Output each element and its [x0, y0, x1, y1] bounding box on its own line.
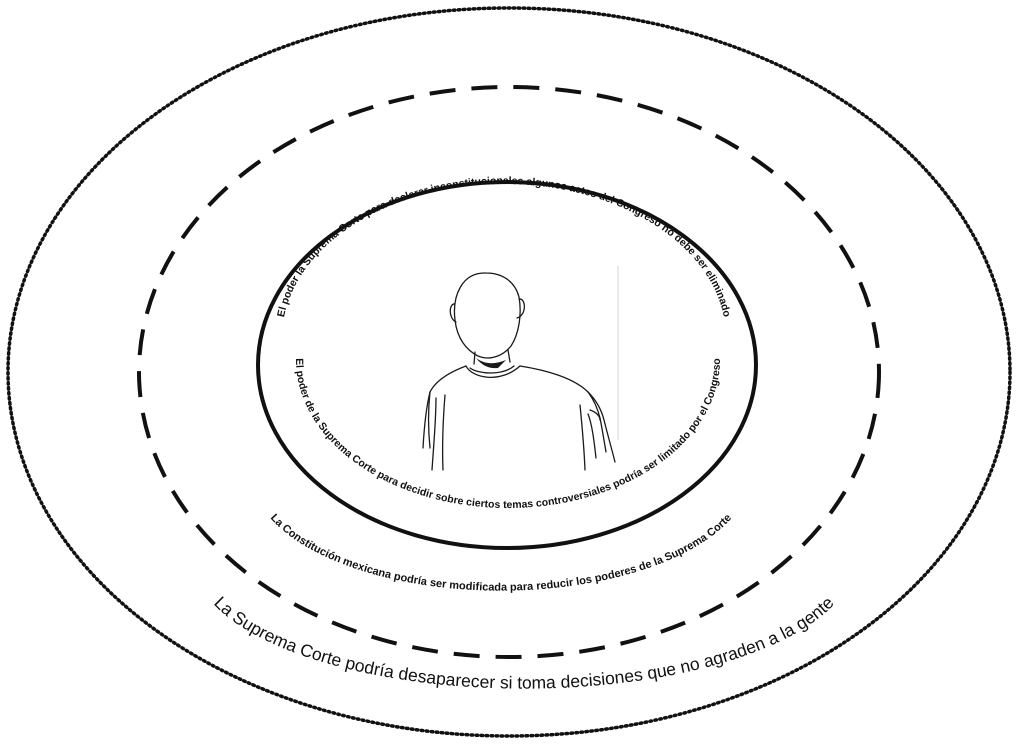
middle-ring [139, 87, 879, 657]
middle-ring-label: La Constitución mexicana podría ser modi… [268, 512, 734, 594]
middle-ring-label-path: La Constitución mexicana podría ser modi… [268, 512, 734, 594]
person-icon [423, 266, 618, 470]
inner-top-label: El poder la Suprema Corte para declarar … [275, 175, 733, 318]
inner-bottom-label: El poder de la Suprema Corte para decidi… [293, 358, 723, 511]
inner-top-label-path: El poder la Suprema Corte para declarar … [275, 175, 733, 318]
outer-ring [8, 8, 1010, 736]
inner-bottom-label-path: El poder de la Suprema Corte para decidi… [293, 358, 723, 511]
